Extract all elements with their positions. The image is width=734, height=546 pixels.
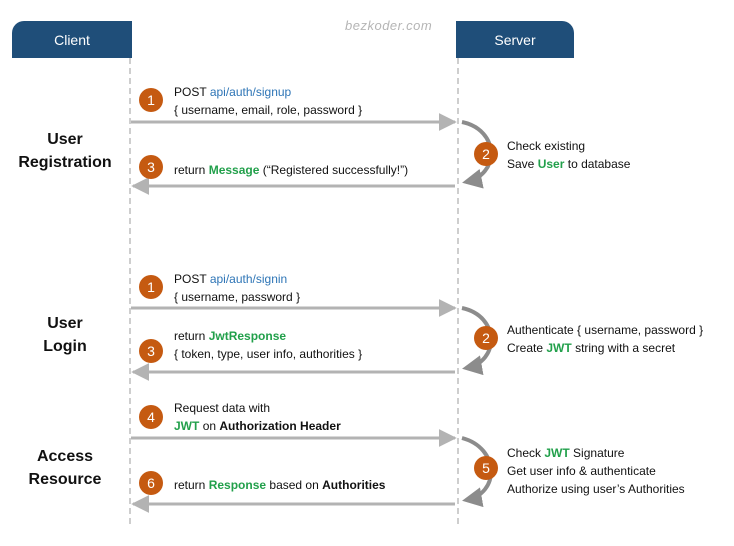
signup-endpoint: api/auth/signup [209, 85, 292, 99]
signup-request-text: POST api/auth/signup { username, email, … [174, 83, 362, 119]
resource-request-line2: JWT on Authorization Header [174, 417, 341, 435]
jwt-keyword: JWT [544, 446, 570, 460]
signin-request-text: POST api/auth/signin { username, passwor… [174, 270, 300, 306]
get-user-info-line: Get user info & authenticate [507, 464, 656, 478]
jwt-keyword: JWT [174, 419, 200, 433]
signup-response-detail: (“Registered successfully!”) [262, 163, 409, 177]
jwtresponse-keyword: JwtResponse [208, 329, 287, 343]
server-header: Server [456, 21, 574, 58]
server-header-label: Server [494, 31, 536, 48]
response-keyword: Response [208, 478, 267, 492]
svg-text:3: 3 [147, 159, 155, 175]
svg-text:5: 5 [482, 460, 490, 476]
signin-method: POST [174, 272, 207, 286]
section-registration-line1: User [47, 131, 83, 148]
resource-return-word: return [174, 478, 206, 492]
signature-word: Signature [573, 446, 625, 460]
check-jwt-line: Check JWT Signature [507, 444, 685, 462]
jwt-secret-text: string with a secret [575, 341, 676, 355]
create-word: Create [507, 341, 544, 355]
resource-response-text: return Response based on Authorities [174, 476, 385, 494]
signup-request-body: { username, email, role, password } [174, 103, 363, 117]
to-database-word: to database [567, 157, 631, 171]
section-access-line2: Resource [28, 471, 102, 488]
authorize-line: Authorize using user’s Authorities [507, 482, 685, 496]
signin-request-line1: POST api/auth/signin [174, 270, 300, 288]
svg-text:6: 6 [147, 475, 155, 491]
signin-server-process-text: Authenticate { username, password } Crea… [507, 321, 703, 357]
watermark: bezkoder.com [345, 18, 433, 33]
svg-text:2: 2 [482, 330, 490, 346]
on-word: on [202, 419, 217, 433]
signup-response-text: return Message (“Registered successfully… [174, 161, 408, 179]
step-badge-access-4: 4 [139, 405, 163, 429]
client-header-label: Client [54, 31, 90, 48]
save-word: Save [507, 157, 535, 171]
svg-text:2: 2 [482, 146, 490, 162]
section-login-line2: Login [43, 338, 87, 355]
signup-save-line: Save User to database [507, 155, 630, 173]
step-badge-reg-1: 1 [139, 88, 163, 112]
step-badge-reg-2: 2 [474, 142, 498, 166]
svg-text:4: 4 [147, 409, 155, 425]
section-access-resource: Access Resource [6, 445, 124, 491]
step-badge-login-1: 1 [139, 275, 163, 299]
based-on-word: based on [269, 478, 319, 492]
signin-response-body: { token, type, user info, authorities } [174, 347, 363, 361]
authorization-header-text: Authorization Header [219, 419, 341, 433]
create-jwt-line: Create JWT string with a secret [507, 339, 703, 357]
section-access-line1: Access [36, 448, 94, 465]
signin-response-line1: return JwtResponse [174, 327, 362, 345]
svg-text:1: 1 [147, 279, 155, 295]
client-header: Client [12, 21, 132, 58]
signup-check-line: Check existing [507, 139, 586, 153]
section-registration-line2: Registration [18, 154, 112, 171]
signin-response-text: return JwtResponse { token, type, user i… [174, 327, 362, 363]
signin-endpoint: api/auth/signin [209, 272, 288, 286]
user-keyword: User [537, 157, 565, 171]
jwt-keyword: JWT [546, 341, 572, 355]
svg-text:1: 1 [147, 92, 155, 108]
signin-request-body: { username, password } [174, 290, 301, 304]
check-word: Check [507, 446, 542, 460]
signup-method: POST [174, 85, 207, 99]
resource-request-line1: Request data with [174, 401, 271, 415]
authorities-text: Authorities [322, 478, 386, 492]
step-badge-login-3: 3 [139, 339, 163, 363]
signup-server-process-text: Check existing Save User to database [507, 137, 630, 173]
step-badge-reg-3: 3 [139, 155, 163, 179]
section-login-line1: User [47, 315, 83, 332]
signup-return-word: return [174, 163, 206, 177]
signup-request-line1: POST api/auth/signup [174, 83, 362, 101]
resource-request-text: Request data with JWT on Authorization H… [174, 399, 341, 435]
resource-server-process-text: Check JWT Signature Get user info & auth… [507, 444, 685, 498]
section-user-registration: User Registration [6, 128, 124, 174]
step-badge-access-6: 6 [139, 471, 163, 495]
message-keyword: Message [208, 163, 260, 177]
step-badge-login-2: 2 [474, 326, 498, 350]
svg-text:3: 3 [147, 343, 155, 359]
step-badge-access-5: 5 [474, 456, 498, 480]
authenticate-line: Authenticate { username, password } [507, 323, 704, 337]
signin-return-word: return [174, 329, 206, 343]
section-user-login: User Login [6, 312, 124, 358]
